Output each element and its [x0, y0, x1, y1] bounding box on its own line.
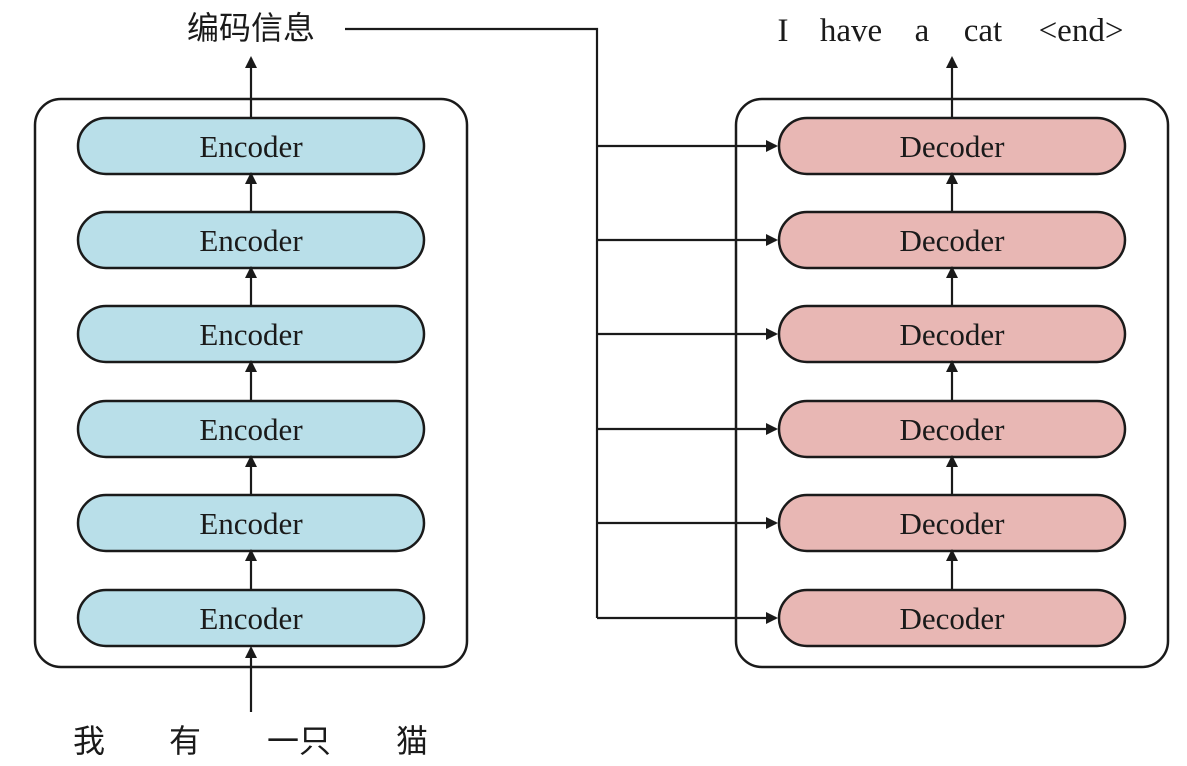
encoded-info-bus — [345, 27, 599, 618]
decoder-block: Decoder — [777, 304, 1127, 364]
encoder-block-label: Encoder — [199, 506, 303, 541]
decoder-block-label: Decoder — [900, 317, 1006, 352]
decoder-block: Decoder — [777, 399, 1127, 459]
encoder-block-label: Encoder — [199, 129, 303, 164]
output-token: <end> — [1039, 13, 1124, 49]
decoder-block-label: Decoder — [900, 223, 1006, 258]
input-token: 我 — [73, 722, 105, 760]
encoder-output-label: 编码信息 — [187, 9, 315, 47]
input-token: 猫 — [396, 722, 428, 760]
decoder-block-label: Decoder — [900, 601, 1006, 636]
encoder-block: Encoder — [76, 304, 426, 364]
decoder-block: Decoder — [777, 588, 1127, 648]
input-token: 有 — [169, 722, 201, 760]
output-token: cat — [964, 13, 1002, 49]
encoder-block-label: Encoder — [199, 317, 303, 352]
output-token: I — [778, 13, 789, 49]
encoder-block: Encoder — [76, 210, 426, 270]
output-token: have — [820, 13, 882, 49]
encoder-block: Encoder — [76, 493, 426, 553]
encoder-block-label: Encoder — [199, 601, 303, 636]
decoder-output-tokens: I have a cat <end> — [778, 13, 1124, 49]
encoder-block: Encoder — [76, 116, 426, 176]
arrows — [245, 27, 958, 712]
encoder-block-label: Encoder — [199, 223, 303, 258]
decoder-block: Decoder — [777, 210, 1127, 270]
output-token: a — [915, 13, 930, 49]
encoder-block: Encoder — [76, 588, 426, 648]
encoder-input-tokens: 我 有 一只 猫 — [73, 722, 428, 760]
decoder-block-label: Decoder — [900, 412, 1006, 447]
decoder-block-label: Decoder — [900, 506, 1006, 541]
decoder-block: Decoder — [777, 116, 1127, 176]
decoder-block: Decoder — [777, 493, 1127, 553]
input-token: 一只 — [267, 722, 331, 760]
decoder-block-label: Decoder — [900, 129, 1006, 164]
encoder-block: Encoder — [76, 399, 426, 459]
encoder-block-label: Encoder — [199, 412, 303, 447]
encoder-blocks: EncoderEncoderEncoderEncoderEncoderEncod… — [76, 116, 426, 648]
